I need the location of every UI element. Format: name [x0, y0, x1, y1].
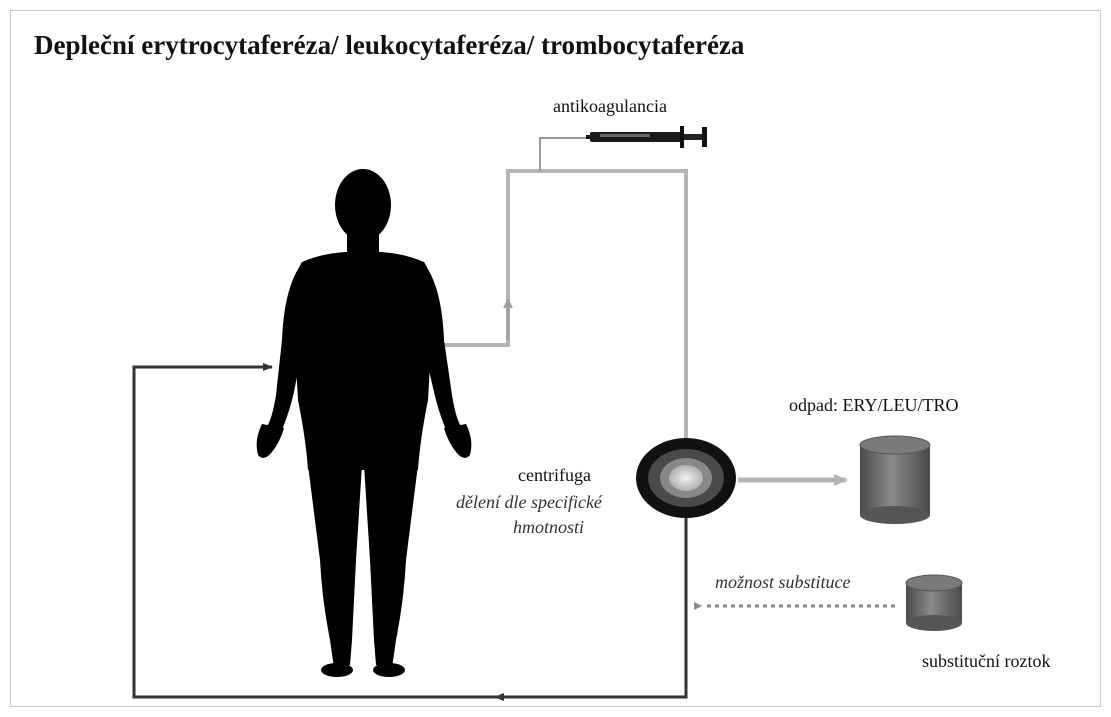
substitution-solution-label: substituční roztok	[922, 651, 1051, 672]
anticoagulant-label: antikoagulancia	[553, 96, 667, 117]
anticoagulant-line	[540, 138, 594, 171]
centrifuge-desc-line2: hmotnosti	[513, 517, 584, 538]
solution-container-icon	[906, 575, 962, 631]
centrifuge-desc-line1: dělení dle specifické	[456, 492, 602, 513]
draw-line	[438, 171, 686, 442]
cylinder-container-icon	[860, 436, 930, 524]
human-silhouette-icon	[257, 169, 472, 677]
waste-label: odpad: ERY/LEU/TRO	[789, 395, 959, 416]
syringe-icon	[586, 126, 707, 148]
substitution-option-label: možnost substituce	[715, 572, 851, 593]
substitution-arrow	[694, 602, 895, 610]
centrifuge-icon	[636, 438, 736, 518]
centrifuge-label: centrifuga	[518, 465, 591, 486]
